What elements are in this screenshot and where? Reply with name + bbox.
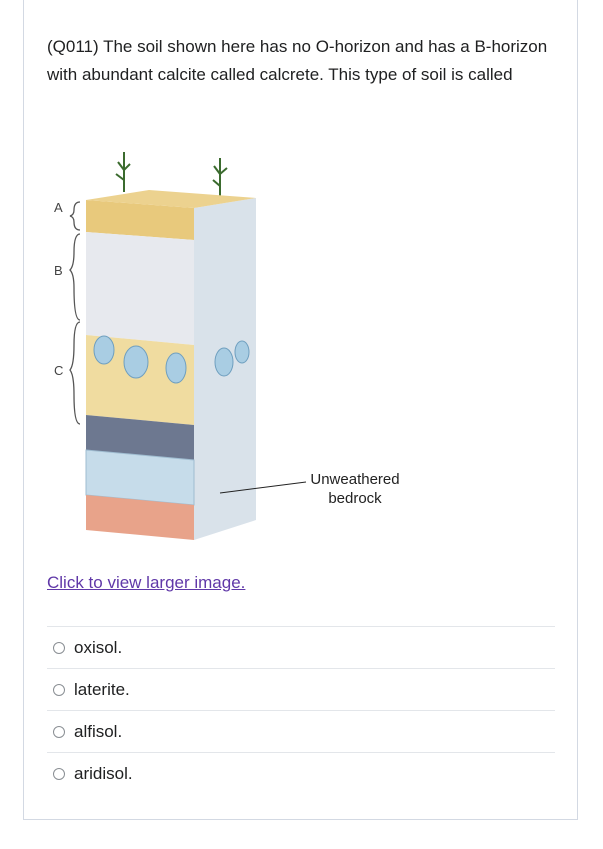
callout-leader-line [219, 481, 307, 494]
radio-button[interactable] [53, 767, 65, 780]
view-larger-image-link[interactable]: Click to view larger image. [47, 573, 246, 592]
radio-button[interactable] [53, 725, 65, 738]
base-layer [86, 495, 194, 540]
option-label: laterite. [74, 679, 130, 699]
option-oxisol[interactable]: oxisol. [47, 626, 555, 668]
option-laterite[interactable]: laterite. [47, 668, 555, 710]
bedrock-callout-label: Unweathered bedrock [310, 471, 400, 507]
bedrock-band [86, 415, 194, 460]
option-alfisol[interactable]: alfisol. [47, 710, 555, 752]
horizon-label-a: A [54, 200, 63, 215]
horizon-brackets [69, 201, 81, 425]
horizon-label-b: B [54, 263, 63, 278]
answer-options: oxisol. laterite. alfisol. aridisol. [47, 626, 555, 794]
option-label: oxisol. [74, 637, 123, 657]
horizon-label-c: C [54, 363, 64, 378]
option-aridisol[interactable]: aridisol. [47, 752, 555, 794]
radio-button[interactable] [53, 683, 65, 696]
calcite-nodules [93, 335, 250, 384]
block-top-face [86, 190, 256, 208]
soil-profile-figure[interactable]: A B C Unweathered bedrock [44, 140, 434, 580]
question-text: (Q011) The soil shown here has no O-hori… [47, 37, 548, 84]
plant-icon [115, 152, 228, 198]
option-label: aridisol. [74, 763, 133, 783]
option-label: alfisol. [74, 721, 123, 741]
a-horizon [86, 200, 194, 240]
radio-button[interactable] [53, 641, 65, 654]
b-horizon [86, 232, 194, 345]
